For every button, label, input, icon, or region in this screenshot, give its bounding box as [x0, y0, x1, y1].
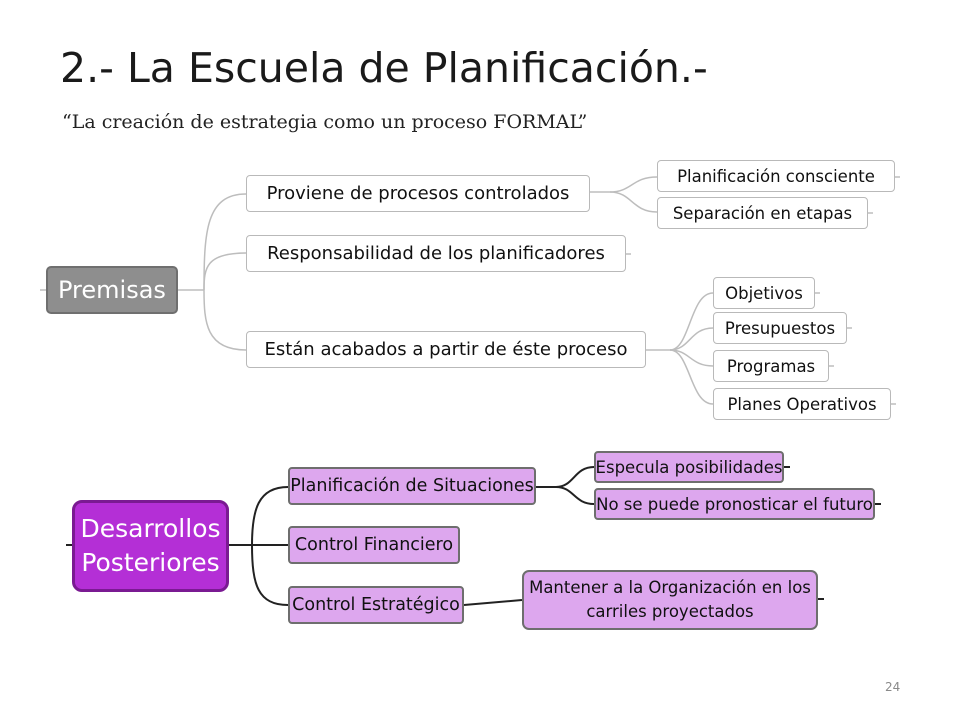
desarrollos-child-keep-organization: Mantener a la Organización en los carril…	[522, 570, 818, 630]
premisas-child-operative-plans: Planes Operativos	[713, 388, 891, 420]
desarrollos-branch-situation-planning: Planificación de Situaciones	[288, 467, 536, 505]
child-label: Planificación consciente	[677, 166, 875, 186]
branch-label: Planificación de Situaciones	[290, 476, 534, 496]
child-label: Separación en etapas	[672, 203, 853, 223]
premisas-child-conscious-planning: Planificación consciente	[657, 160, 895, 192]
root-label-line1: Desarrollos	[80, 514, 221, 543]
child-label-line1: Mantener a la Organización en los	[529, 578, 811, 597]
branch-label: Responsabilidad de los planificadores	[267, 243, 605, 264]
premisas-child-stage-separation: Separación en etapas	[657, 197, 868, 229]
premisas-branch-finished-products: Están acabados a partir de éste proceso	[246, 331, 646, 368]
child-label-line2: carriles proyectados	[586, 602, 754, 621]
branch-label: Control Financiero	[294, 535, 454, 555]
premisas-root-label: Premisas	[58, 276, 166, 304]
branch-label: Control Estratégico	[292, 595, 460, 615]
slide-subtitle: “La creación de estrategia como un proce…	[62, 111, 588, 133]
desarrollos-root-node: Desarrollos Posteriores	[72, 500, 229, 592]
slide-title: 2.- La Escuela de Planificación.-	[60, 44, 708, 92]
desarrollos-branch-financial-control: Control Financiero	[288, 526, 460, 564]
premisas-child-programs: Programas	[713, 350, 829, 382]
premisas-branch-controlled-processes: Proviene de procesos controlados	[246, 175, 590, 212]
child-label: Presupuestos	[724, 318, 836, 338]
branch-label: Están acabados a partir de éste proceso	[264, 339, 628, 360]
premisas-branch-planner-responsibility: Responsabilidad de los planificadores	[246, 235, 626, 272]
child-label: Planes Operativos	[727, 394, 877, 414]
page-number: 24	[885, 680, 901, 694]
branch-label: Proviene de procesos controlados	[266, 183, 570, 204]
child-label: Especula posibilidades	[595, 457, 783, 477]
premisas-child-objectives: Objetivos	[713, 277, 815, 309]
desarrollos-branch-strategic-control: Control Estratégico	[288, 586, 464, 624]
premisas-root-node: Premisas	[46, 266, 178, 314]
desarrollos-child-unpredictable-future: No se puede pronosticar el futuro	[594, 488, 875, 520]
root-label-line2: Posteriores	[81, 548, 220, 577]
desarrollos-child-speculate: Especula posibilidades	[594, 451, 784, 483]
child-label: No se puede pronosticar el futuro	[596, 494, 873, 514]
premisas-child-budgets: Presupuestos	[713, 312, 847, 344]
child-label: Programas	[726, 356, 816, 376]
child-label: Objetivos	[725, 283, 803, 303]
